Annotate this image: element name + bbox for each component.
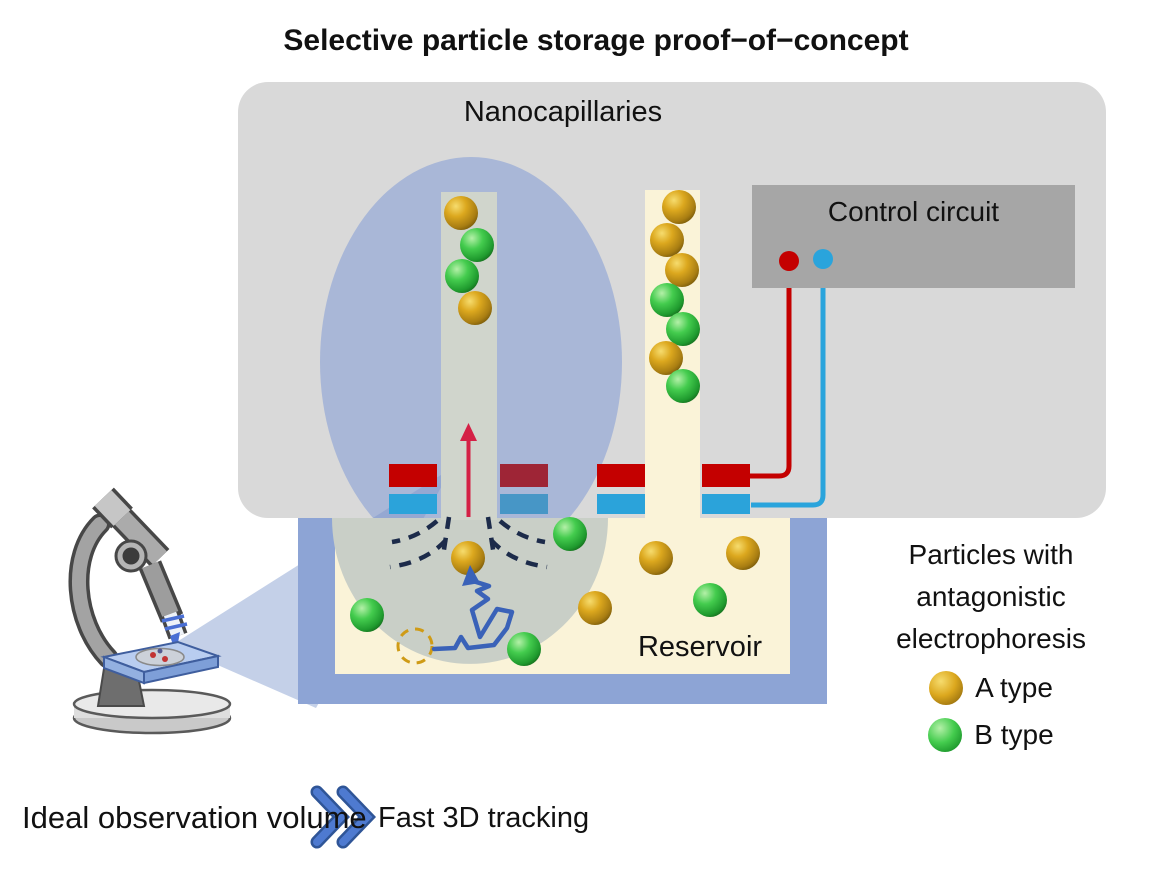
particle-a <box>650 223 684 257</box>
capillary-mouth-bowl <box>332 518 608 664</box>
diagram-title: Selective particle storage proof−of−conc… <box>283 24 909 57</box>
particle-b <box>350 598 384 632</box>
particle-a <box>662 190 696 224</box>
particle-a <box>578 591 612 625</box>
electrode-blue-2 <box>500 494 548 514</box>
particle-a <box>649 341 683 375</box>
particle-a <box>726 536 760 570</box>
wire-cyan <box>751 259 826 508</box>
caption-fast-3d-tracking: Fast 3D tracking <box>378 802 590 834</box>
particle-a <box>451 541 485 575</box>
terminal-cyan <box>813 249 833 269</box>
electrode-blue-1 <box>389 494 437 514</box>
particle-b <box>693 583 727 617</box>
electrode-red-4 <box>702 464 750 487</box>
legend-item-b: B type <box>855 711 1127 758</box>
control-circuit-box <box>752 185 1075 288</box>
particle-legend: Particles with antagonistic electrophore… <box>855 534 1127 758</box>
particle-a <box>458 291 492 325</box>
particle-layer <box>350 190 760 666</box>
particle-b <box>460 228 494 262</box>
electrode-red-1 <box>389 464 437 487</box>
particle-b <box>666 312 700 346</box>
field-lines <box>389 516 548 570</box>
legend-heading-line-1: Particles with <box>908 539 1074 570</box>
reservoir-label: Reservoir <box>637 631 763 663</box>
particle-a <box>665 253 699 287</box>
nanocapillaries-label: Nanocapillaries <box>463 96 663 128</box>
b-type-particle-icon <box>928 717 963 752</box>
legend-heading-line-2: antagonistic <box>916 581 1066 612</box>
tracking-trajectory <box>431 565 515 652</box>
particle-a <box>444 196 478 230</box>
particle-start-dashed-circle <box>396 627 434 665</box>
legend-item-b-label: B type <box>974 718 1054 750</box>
particle-a <box>639 541 673 575</box>
particle-b <box>650 283 684 317</box>
electrode-red-2 <box>500 464 548 487</box>
chevron-double-icon <box>310 785 377 849</box>
electrophoresis-arrow <box>460 423 477 517</box>
microscope-illustration <box>68 487 232 735</box>
legend-item-a: A type <box>855 664 1127 711</box>
trajectory-arrowhead <box>462 565 480 586</box>
legend-item-a-label: A type <box>975 671 1053 703</box>
particle-b <box>445 259 479 293</box>
electrode-blue-3 <box>597 494 645 514</box>
particle-b <box>553 517 587 551</box>
electrode-blue-4 <box>702 494 750 514</box>
electrode-red-3 <box>597 464 645 487</box>
control-circuit-label: Control circuit <box>827 196 1000 227</box>
legend-heading-line-3: electrophoresis <box>896 623 1086 654</box>
particle-b <box>507 632 541 666</box>
terminal-red <box>779 251 799 271</box>
caption-ideal-observation-volume: Ideal observation volume <box>22 800 367 835</box>
a-type-particle-icon <box>929 670 964 705</box>
wire-red <box>750 261 792 479</box>
particle-b <box>666 369 700 403</box>
